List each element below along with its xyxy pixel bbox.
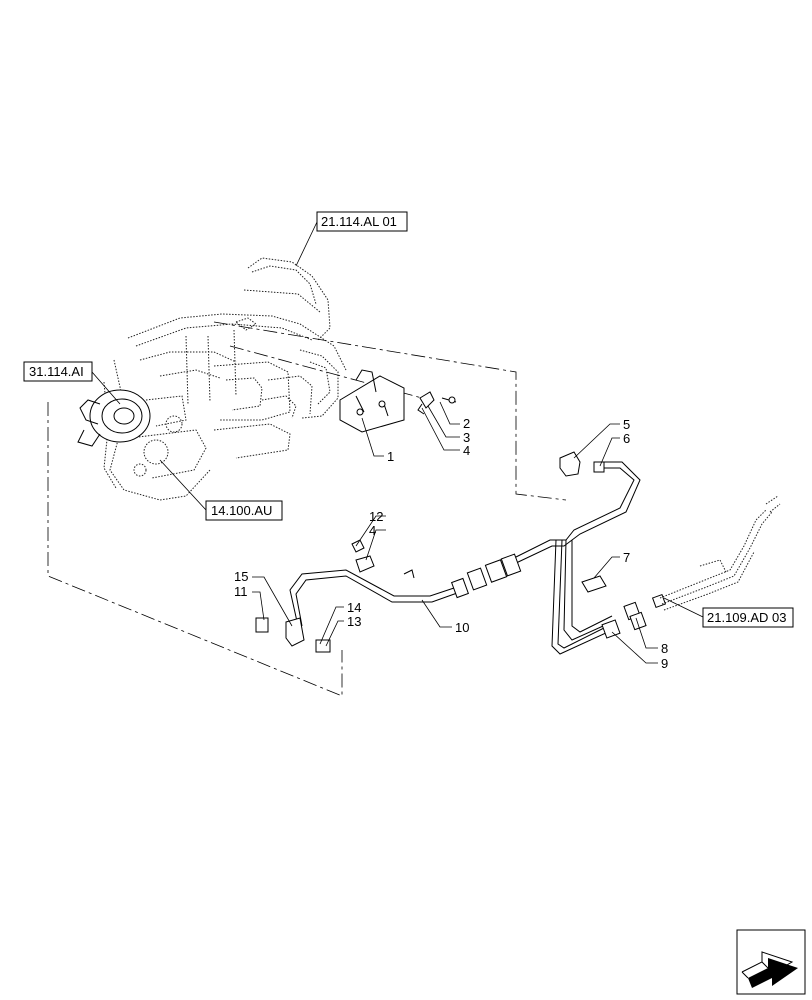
callout-10: 10 bbox=[455, 620, 469, 635]
callout-11: 11 bbox=[234, 584, 248, 599]
callout-7: 7 bbox=[623, 550, 630, 565]
callout-9: 9 bbox=[661, 656, 668, 671]
ref-label-top: 21.114.AL 01 bbox=[321, 214, 397, 229]
callout-4a: 4 bbox=[463, 443, 470, 458]
clip-assembly bbox=[417, 391, 457, 415]
ref-label-left: 31.114.AI bbox=[29, 364, 84, 379]
callout-13: 13 bbox=[347, 614, 361, 629]
callout-12: 12 bbox=[369, 509, 383, 524]
callout-6: 6 bbox=[623, 431, 630, 446]
ref-box-top[interactable]: 21.114.AL 01 bbox=[316, 211, 408, 232]
callout-3: 3 bbox=[463, 430, 470, 445]
hydraulic-pipes bbox=[289, 461, 641, 655]
ref-box-right[interactable]: 21.109.AD 03 bbox=[702, 607, 794, 628]
mounting-bracket bbox=[339, 369, 405, 433]
callout-leaders bbox=[252, 401, 658, 664]
dotted-pipe-continuation bbox=[659, 495, 781, 611]
ref-box-left[interactable]: 31.114.AI bbox=[23, 361, 93, 382]
ref-label-right: 21.109.AD 03 bbox=[707, 610, 787, 625]
ref-label-bottom: 14.100.AU bbox=[211, 503, 272, 518]
callout-15: 15 bbox=[234, 569, 248, 584]
transmission-housing-icon bbox=[103, 257, 347, 501]
extension-lines bbox=[47, 321, 567, 697]
callout-8: 8 bbox=[661, 641, 668, 656]
callout-14: 14 bbox=[347, 600, 361, 615]
callout-5: 5 bbox=[623, 417, 630, 432]
callout-2: 2 bbox=[463, 416, 470, 431]
callout-numbers: 1 2 3 4 5 6 7 8 9 10 11 12 4 13 14 15 bbox=[234, 416, 668, 671]
callout-1: 1 bbox=[387, 449, 394, 464]
callout-4b: 4 bbox=[369, 523, 376, 538]
pto-flange bbox=[77, 389, 151, 447]
pipe-fittings bbox=[255, 451, 667, 653]
next-page-arrow-icon[interactable] bbox=[736, 929, 806, 995]
ref-box-bottom[interactable]: 14.100.AU bbox=[205, 500, 283, 521]
